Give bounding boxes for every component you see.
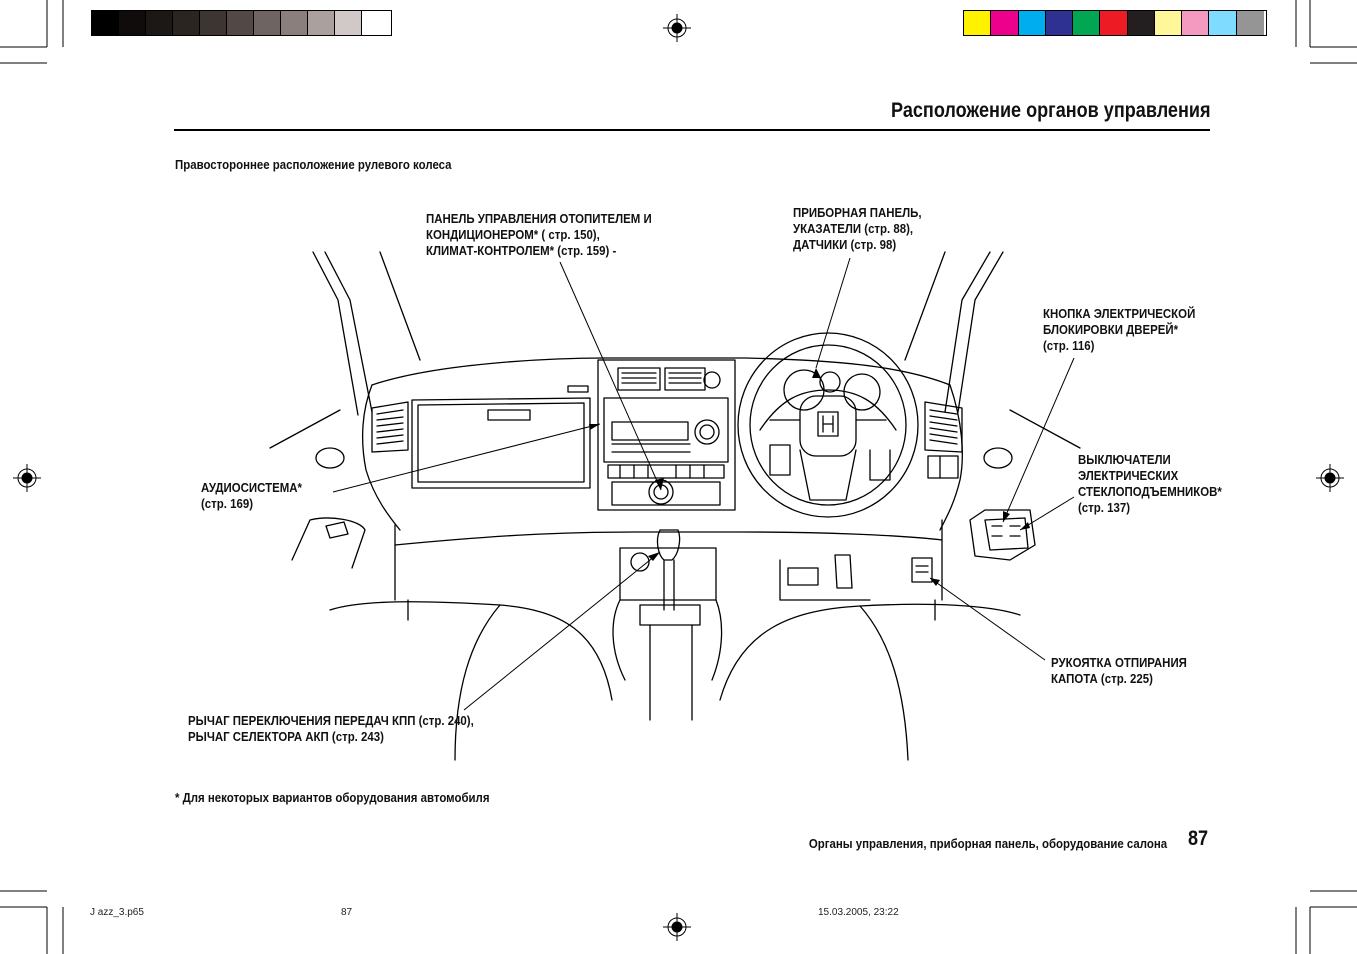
- gray-bar-swatch: [335, 11, 362, 35]
- color-bar-swatch: [1073, 11, 1101, 35]
- gray-bar-swatch: [119, 11, 146, 35]
- gray-bar-swatch: [362, 11, 389, 35]
- dashboard-line-art: [269, 251, 1081, 761]
- page-title: Расположение органов управления: [891, 99, 1211, 122]
- color-calibration-bar: [963, 10, 1267, 36]
- callout-power-windows: ВЫКЛЮЧАТЕЛИ ЭЛЕКТРИЧЕСКИХ СТЕКЛОПОДЪЕМНИ…: [1078, 452, 1222, 515]
- callout-gear-lever: РЫЧАГ ПЕРЕКЛЮЧЕНИЯ ПЕРЕДАЧ КПП (стр. 240…: [188, 713, 474, 744]
- registration-mark-right: [1316, 464, 1344, 492]
- callout-climate-control: ПАНЕЛЬ УПРАВЛЕНИЯ ОТОПИТЕЛЕМ И КОНДИЦИОН…: [426, 211, 652, 258]
- gray-bar-swatch: [173, 11, 200, 35]
- gray-bar-swatch: [281, 11, 308, 35]
- registration-mark-left: [13, 464, 41, 492]
- gray-bar-swatch: [254, 11, 281, 35]
- color-bar-swatch: [991, 11, 1019, 35]
- leader-windows: [1019, 496, 1075, 531]
- leader-arrowheads: [589, 368, 1030, 586]
- callout-door-lock: КНОПКА ЭЛЕКТРИЧЕСКОЙ БЛОКИРОВКИ ДВЕРЕЙ* …: [1043, 306, 1196, 353]
- grayscale-calibration-bar: [91, 10, 392, 36]
- gray-bar-swatch: [146, 11, 173, 35]
- slug-filename: J azz_3.p65: [90, 907, 144, 918]
- color-bar-swatch: [1018, 11, 1046, 35]
- color-bar-swatch: [964, 11, 992, 35]
- registration-mark-top: [663, 14, 691, 42]
- gray-bar-swatch: [227, 11, 254, 35]
- section-subtitle: Правостороннее расположение рулевого кол…: [175, 157, 452, 172]
- color-bar-swatch: [1182, 11, 1210, 35]
- leader-lines: [332, 257, 1075, 711]
- footnote: * Для некоторых вариантов оборудования а…: [175, 790, 490, 805]
- gray-bar-swatch: [200, 11, 227, 35]
- leader-audio: [332, 423, 601, 493]
- footer-section-title: Органы управления, приборная панель, обо…: [808, 836, 1167, 851]
- color-bar-swatch: [1045, 11, 1074, 35]
- leader-gear: [463, 551, 661, 711]
- registration-mark-bottom: [663, 913, 691, 941]
- title-rule: [174, 129, 1210, 131]
- color-bar-swatch: [1236, 11, 1264, 35]
- color-bar-swatch: [1154, 11, 1183, 35]
- page-number: 87: [1188, 827, 1209, 850]
- callout-instrument-panel: ПРИБОРНАЯ ПАНЕЛЬ, УКАЗАТЕЛИ (стр. 88), Д…: [793, 205, 922, 252]
- registration-marks: [13, 14, 1344, 941]
- leader-instruments: [815, 257, 851, 369]
- color-bar-swatch: [1209, 11, 1237, 35]
- callout-hood-release: РУКОЯТКА ОТПИРАНИЯ КАПОТА (стр. 225): [1051, 655, 1187, 686]
- leader-climate: [559, 261, 662, 491]
- gray-bar-swatch: [92, 11, 119, 35]
- leader-door-lock: [1002, 357, 1075, 523]
- callout-audio-system: АУДИОСИСТЕМА* (стр. 169): [201, 480, 302, 511]
- leader-hood: [929, 577, 1046, 661]
- gray-bar-swatch: [308, 11, 335, 35]
- color-bar-swatch: [1100, 11, 1128, 35]
- color-bar-swatch: [1127, 11, 1155, 35]
- slug-page: 87: [341, 907, 353, 918]
- slug-datetime: 15.03.2005, 23:22: [818, 907, 899, 918]
